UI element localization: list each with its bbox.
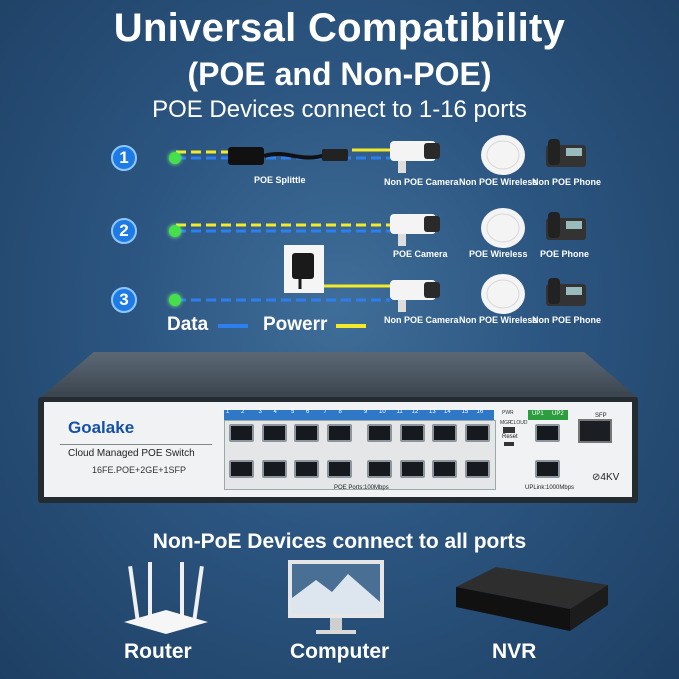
row-3-badge: 3 xyxy=(111,287,137,313)
pwr-label: PWR xyxy=(502,410,514,416)
computer-label: Computer xyxy=(290,640,390,663)
nvr-icon xyxy=(456,567,608,631)
port-number-10: 10 xyxy=(379,409,386,415)
router-label: Router xyxy=(124,640,192,663)
poe-port-4[interactable] xyxy=(261,460,287,478)
divider xyxy=(60,444,212,445)
poe-port-14[interactable] xyxy=(432,460,457,478)
link-dot-3 xyxy=(169,294,181,306)
router-icon xyxy=(124,562,208,634)
poe-port-6[interactable] xyxy=(294,460,319,478)
link-dot-1 xyxy=(169,152,181,164)
uplink-label: UPLink:1000Mbps xyxy=(525,485,575,491)
page-subtitle: (POE and Non-POE) xyxy=(187,56,492,92)
phone-icon xyxy=(546,212,586,240)
port-number-16: 16 xyxy=(476,409,484,415)
poe-port-1[interactable] xyxy=(229,424,254,442)
phone-icon xyxy=(546,139,586,167)
camera-icon xyxy=(390,280,440,312)
poe-port-7[interactable] xyxy=(326,424,352,442)
device-row-3 xyxy=(390,274,586,314)
uplink-port-1-number: UP1 xyxy=(532,411,544,417)
uplink-port-2-number: UP2 xyxy=(552,411,564,417)
row3-device3-label: Non POE Phone xyxy=(532,315,602,325)
wireless-ap-icon xyxy=(481,208,525,248)
port-number-3: 3 xyxy=(258,409,262,415)
camera-icon xyxy=(390,214,440,246)
poe-port-15[interactable] xyxy=(464,424,490,442)
switch-spec: 16FE.POE+2GE+1SFP xyxy=(92,465,187,475)
device-row-2 xyxy=(390,208,586,248)
cloud-label: CLOUD xyxy=(510,420,528,426)
port-number-6: 6 xyxy=(306,409,310,415)
brand-logo: Goalake xyxy=(68,418,135,437)
row-2-badge: 2 xyxy=(111,218,137,244)
port-number-13: 13 xyxy=(429,409,436,415)
reset-button[interactable] xyxy=(504,442,514,446)
port-number-strip xyxy=(224,410,494,420)
surge-value: 4KV xyxy=(600,472,620,483)
row2-device1-label: POE Camera xyxy=(393,249,448,259)
sfp-port[interactable] xyxy=(578,419,612,443)
reset-label: Reset xyxy=(502,434,518,440)
row1-device2-label: Non POE Wireless xyxy=(459,177,538,187)
device-row-1 xyxy=(390,135,586,175)
poe-port-5[interactable] xyxy=(294,424,319,442)
non-poe-title: Non-PoE Devices connect to all ports xyxy=(152,530,527,553)
poe-port-11[interactable] xyxy=(399,424,425,442)
uplink-strip xyxy=(528,410,568,420)
port-number-15: 15 xyxy=(461,409,469,415)
port-number-8: 8 xyxy=(338,409,342,415)
row3-device1-label: Non POE Camera xyxy=(384,315,459,325)
row-1-badge: 1 xyxy=(111,145,137,171)
row3-device2-label: Non POE Wireless xyxy=(459,315,538,325)
sfp-label: SFP xyxy=(595,413,607,419)
row2-device2-label: POE Wireless xyxy=(469,249,528,259)
phone-icon xyxy=(546,278,586,306)
port-number-1: 1 xyxy=(226,409,230,415)
legend-power-label: Powerr xyxy=(263,314,328,335)
poe-port-8[interactable] xyxy=(326,460,352,478)
mgr-label: MGR xyxy=(500,420,512,426)
splitter-label: POE Splittle xyxy=(254,175,306,185)
poe-port-13[interactable] xyxy=(432,424,457,442)
nvr-label: NVR xyxy=(492,640,537,663)
page-title: Universal Compatibility xyxy=(113,6,566,50)
row1-device1-label: Non POE Camera xyxy=(384,177,459,187)
switch-top-cover xyxy=(40,352,638,398)
switch-model: Cloud Managed POE Switch xyxy=(68,448,195,459)
port-number-11: 11 xyxy=(396,409,403,415)
row1-device3-label: Non POE Phone xyxy=(532,177,602,187)
uplink-port-1[interactable] xyxy=(535,424,560,442)
surge-label: ⊘4KV xyxy=(592,472,620,483)
poe-port-2[interactable] xyxy=(229,460,254,478)
poe-port-9[interactable] xyxy=(367,424,392,442)
port-number-4: 4 xyxy=(273,409,277,415)
port-number-5: 5 xyxy=(291,409,295,415)
poe-port-3[interactable] xyxy=(261,424,287,442)
poe-ports-label: POE Ports:100Mbps xyxy=(334,485,389,491)
poe-splitter-icon xyxy=(228,147,348,165)
poe-ports-line: POE Devices connect to 1-16 ports xyxy=(152,96,527,123)
row2-device3-label: POE Phone xyxy=(540,249,590,259)
computer-icon xyxy=(288,560,384,634)
wireless-ap-icon xyxy=(481,274,525,314)
port-number-12: 12 xyxy=(411,409,419,415)
uplink-port-2[interactable] xyxy=(535,460,560,478)
wireless-ap-icon xyxy=(481,135,525,175)
link-dot-2 xyxy=(169,225,181,237)
camera-icon xyxy=(390,141,440,173)
legend-data-label: Data xyxy=(167,314,209,335)
port-number-14: 14 xyxy=(444,409,451,415)
port-number-7: 7 xyxy=(323,409,327,415)
power-adapter-icon xyxy=(284,245,324,293)
poe-port-12[interactable] xyxy=(399,460,425,478)
port-number-9: 9 xyxy=(364,409,368,415)
poe-port-16[interactable] xyxy=(464,460,490,478)
poe-port-10[interactable] xyxy=(367,460,392,478)
mode-switch[interactable] xyxy=(503,427,515,433)
port-number-2: 2 xyxy=(241,409,245,415)
